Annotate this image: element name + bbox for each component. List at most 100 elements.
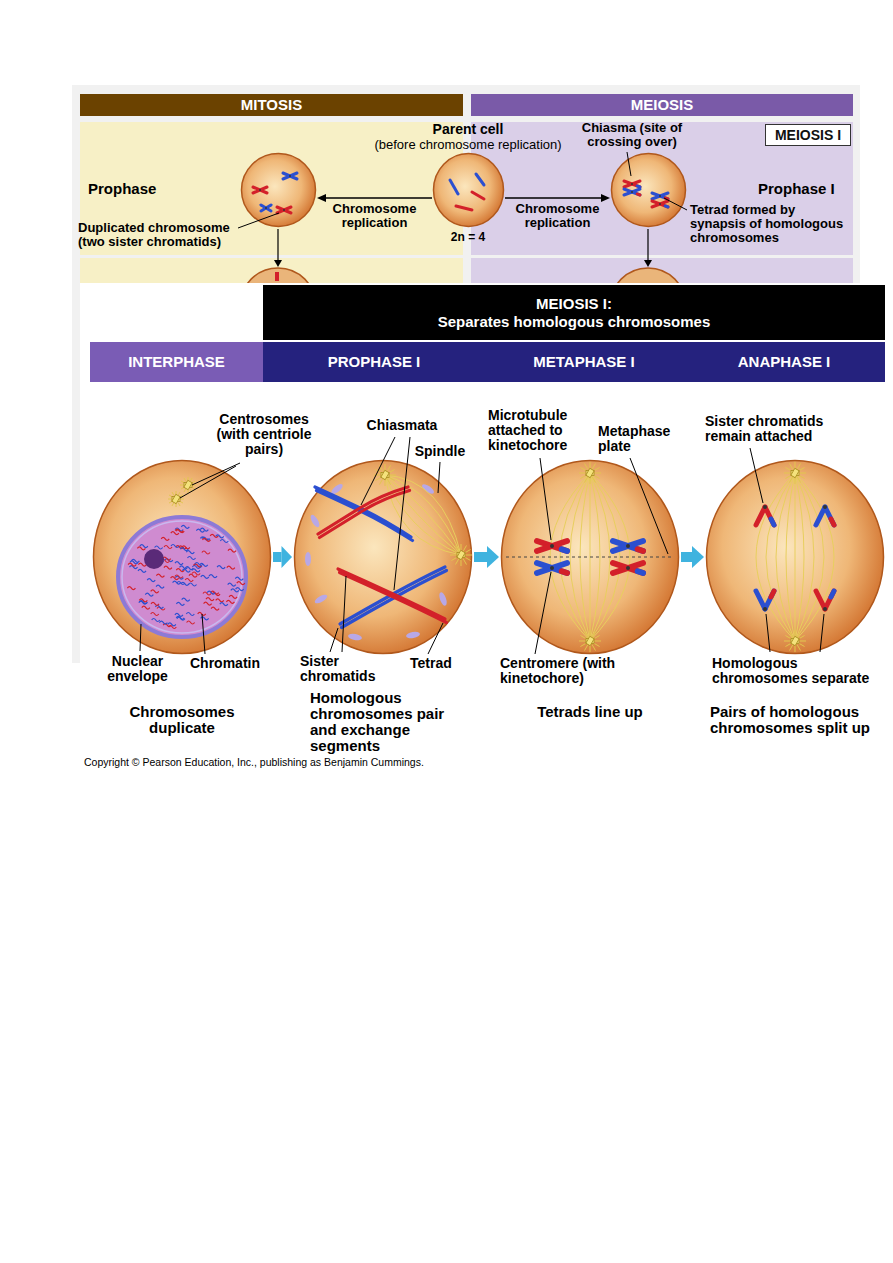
connector-arrow <box>273 546 292 568</box>
connector-line <box>325 197 432 198</box>
phase-header: INTERPHASE <box>90 342 263 382</box>
arrow-head <box>282 546 293 568</box>
chromatid <box>277 207 291 213</box>
chromatid <box>277 207 291 213</box>
chromatin <box>196 529 204 532</box>
cell-illustration: Chromosomes duplicate <box>92 459 272 655</box>
chromosome <box>816 505 834 525</box>
aster-ray <box>790 631 794 637</box>
aster-ray <box>374 475 381 476</box>
chromatin <box>189 583 197 586</box>
aster-ray <box>594 641 601 642</box>
cell-illustration: Pairs of homologous chromosomes split up <box>705 459 885 655</box>
crossover-segment <box>831 591 834 597</box>
cell-caption: Pairs of homologous chromosomes split up <box>710 704 885 736</box>
chromatid <box>338 569 445 619</box>
spindle-fiber <box>795 473 804 641</box>
metaphase-plate <box>506 557 674 558</box>
part-label: Nuclear envelope <box>100 654 175 684</box>
cell-caption: Prophase I <box>758 181 853 197</box>
chromatin <box>176 602 184 605</box>
connector-line <box>505 197 602 198</box>
centrosome <box>374 464 396 486</box>
aster-ray <box>594 473 601 474</box>
cell-drawing <box>500 459 680 655</box>
chromatid <box>340 573 447 623</box>
aster-ray <box>799 641 806 642</box>
phase-header: PROPHASE I <box>263 342 485 382</box>
chromosome <box>275 272 279 281</box>
crossover-segment <box>831 519 834 525</box>
aster-ray <box>797 631 801 637</box>
part-label: Homologous chromosomes separate <box>712 656 884 686</box>
chromatin <box>207 591 215 594</box>
edge-label: Chromosome replication <box>508 202 608 230</box>
kinetochore <box>631 191 633 193</box>
cell-circle: Prophase I <box>610 152 687 228</box>
kinetochore <box>259 189 261 191</box>
aster-ray <box>190 478 192 481</box>
chromatin <box>128 563 136 566</box>
leader-line <box>361 437 395 505</box>
chromatin <box>171 577 179 580</box>
envelope-fragment <box>305 552 311 566</box>
arrow-head <box>601 194 610 202</box>
chromatid <box>624 181 640 187</box>
connector-arrow <box>505 194 610 202</box>
chromatin <box>201 575 209 578</box>
cell-drawing <box>432 152 505 228</box>
part-label: Spindle <box>410 444 470 459</box>
aster-ray <box>592 463 596 469</box>
spindle-fiber <box>795 473 834 641</box>
part-label: Centromere (with kinetochore) <box>500 656 630 686</box>
chromatin <box>226 600 234 603</box>
leader-line <box>820 614 824 652</box>
cell-illustration: Homologous chromosomes pair and exchange… <box>293 459 473 655</box>
aster-ray <box>592 476 596 482</box>
chromatin <box>147 579 155 582</box>
chromatin <box>217 566 225 569</box>
chromatid <box>765 591 774 609</box>
spindle-fiber <box>766 473 795 641</box>
leader-line <box>428 623 443 654</box>
crossover-segment <box>771 591 774 597</box>
aster-ray <box>463 545 467 551</box>
chromosome <box>277 207 291 213</box>
connector-shaft <box>681 552 692 562</box>
aster-ray <box>180 499 184 500</box>
cell-drawing <box>705 459 885 655</box>
arrow-head <box>692 546 704 568</box>
leader-line <box>664 198 687 210</box>
down-arrow <box>277 229 278 261</box>
chromatin <box>220 540 228 543</box>
cell-outline <box>434 154 504 227</box>
envelope-fragment <box>438 591 448 606</box>
aster-ray <box>790 644 794 650</box>
chromosome <box>261 205 271 211</box>
arrow-head <box>487 546 499 568</box>
aster-ray <box>790 476 794 482</box>
chromatin <box>139 599 147 602</box>
envelope-fragment <box>421 483 436 496</box>
crossover-segment <box>665 206 668 207</box>
cell-outline <box>707 461 884 654</box>
cell-note: (before chromosome replication) <box>368 138 568 152</box>
stage-tag: MEIOSIS I <box>765 124 851 146</box>
leader-line <box>535 572 551 654</box>
spindle-fiber <box>795 473 824 641</box>
kinetochore <box>626 544 630 548</box>
nuclear-envelope <box>122 521 242 633</box>
aster-ray <box>784 473 791 474</box>
cell-caption: Parent cell <box>400 122 536 137</box>
aster-ray <box>184 478 186 481</box>
aster-ray <box>456 545 460 551</box>
chromatin <box>188 557 196 560</box>
cell-circle: Parent cell(before chromosome replicatio… <box>432 152 505 228</box>
chromatid <box>613 541 643 551</box>
chromatid <box>613 563 643 573</box>
spindle-fiber <box>385 475 461 555</box>
chromatin <box>152 619 160 622</box>
chromatin <box>155 546 163 549</box>
chromatin <box>229 595 237 598</box>
